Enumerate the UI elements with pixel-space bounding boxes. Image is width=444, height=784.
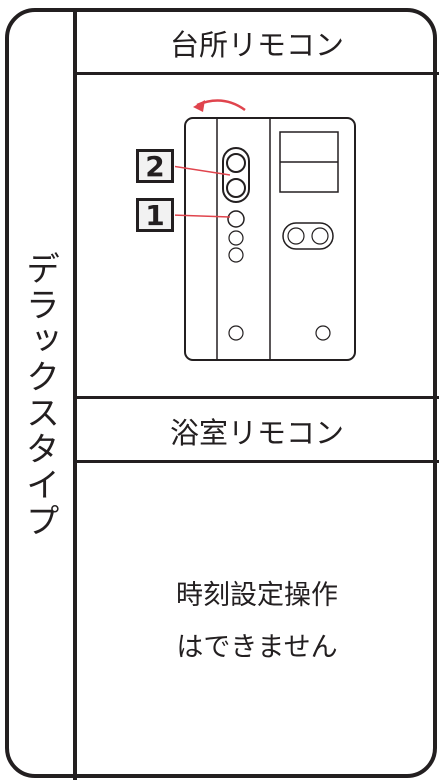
pair-button-housing bbox=[282, 222, 334, 250]
bath-remote-title: 浴室リモコン bbox=[169, 416, 344, 450]
kitchen-remote-illustration bbox=[175, 99, 356, 361]
column-divider bbox=[73, 8, 77, 780]
type-label-text: デラックスタイプ bbox=[19, 251, 60, 539]
screw-left bbox=[228, 325, 244, 341]
bath-header-divider bbox=[75, 460, 439, 463]
button-1 bbox=[227, 210, 245, 228]
screw-right bbox=[315, 325, 331, 341]
kitchen-remote-title: 台所リモコン bbox=[169, 28, 344, 62]
small-button bbox=[228, 230, 244, 246]
callout-2-leader bbox=[175, 165, 231, 176]
message-line-2: はできません bbox=[176, 632, 338, 663]
button-2-upper bbox=[226, 153, 246, 173]
type-label: デラックスタイプ bbox=[9, 230, 71, 560]
pair-button-right bbox=[311, 227, 329, 245]
callout-1-leader bbox=[175, 214, 231, 218]
message-line-1: 時刻設定操作 bbox=[176, 580, 338, 611]
button-2-housing bbox=[222, 147, 250, 203]
button-2-lower bbox=[226, 178, 246, 198]
section-divider bbox=[75, 396, 439, 399]
pair-button-left bbox=[287, 227, 305, 245]
kitchen-header-divider bbox=[75, 72, 439, 75]
flip-arrow-head-icon bbox=[193, 100, 205, 112]
small-button bbox=[228, 247, 244, 263]
callout-1-tag: 1 bbox=[136, 198, 174, 232]
outer-frame bbox=[5, 8, 437, 778]
callout-2-tag: 2 bbox=[136, 149, 174, 183]
bath-remote-message: 時刻設定操作 はできません bbox=[77, 570, 437, 674]
